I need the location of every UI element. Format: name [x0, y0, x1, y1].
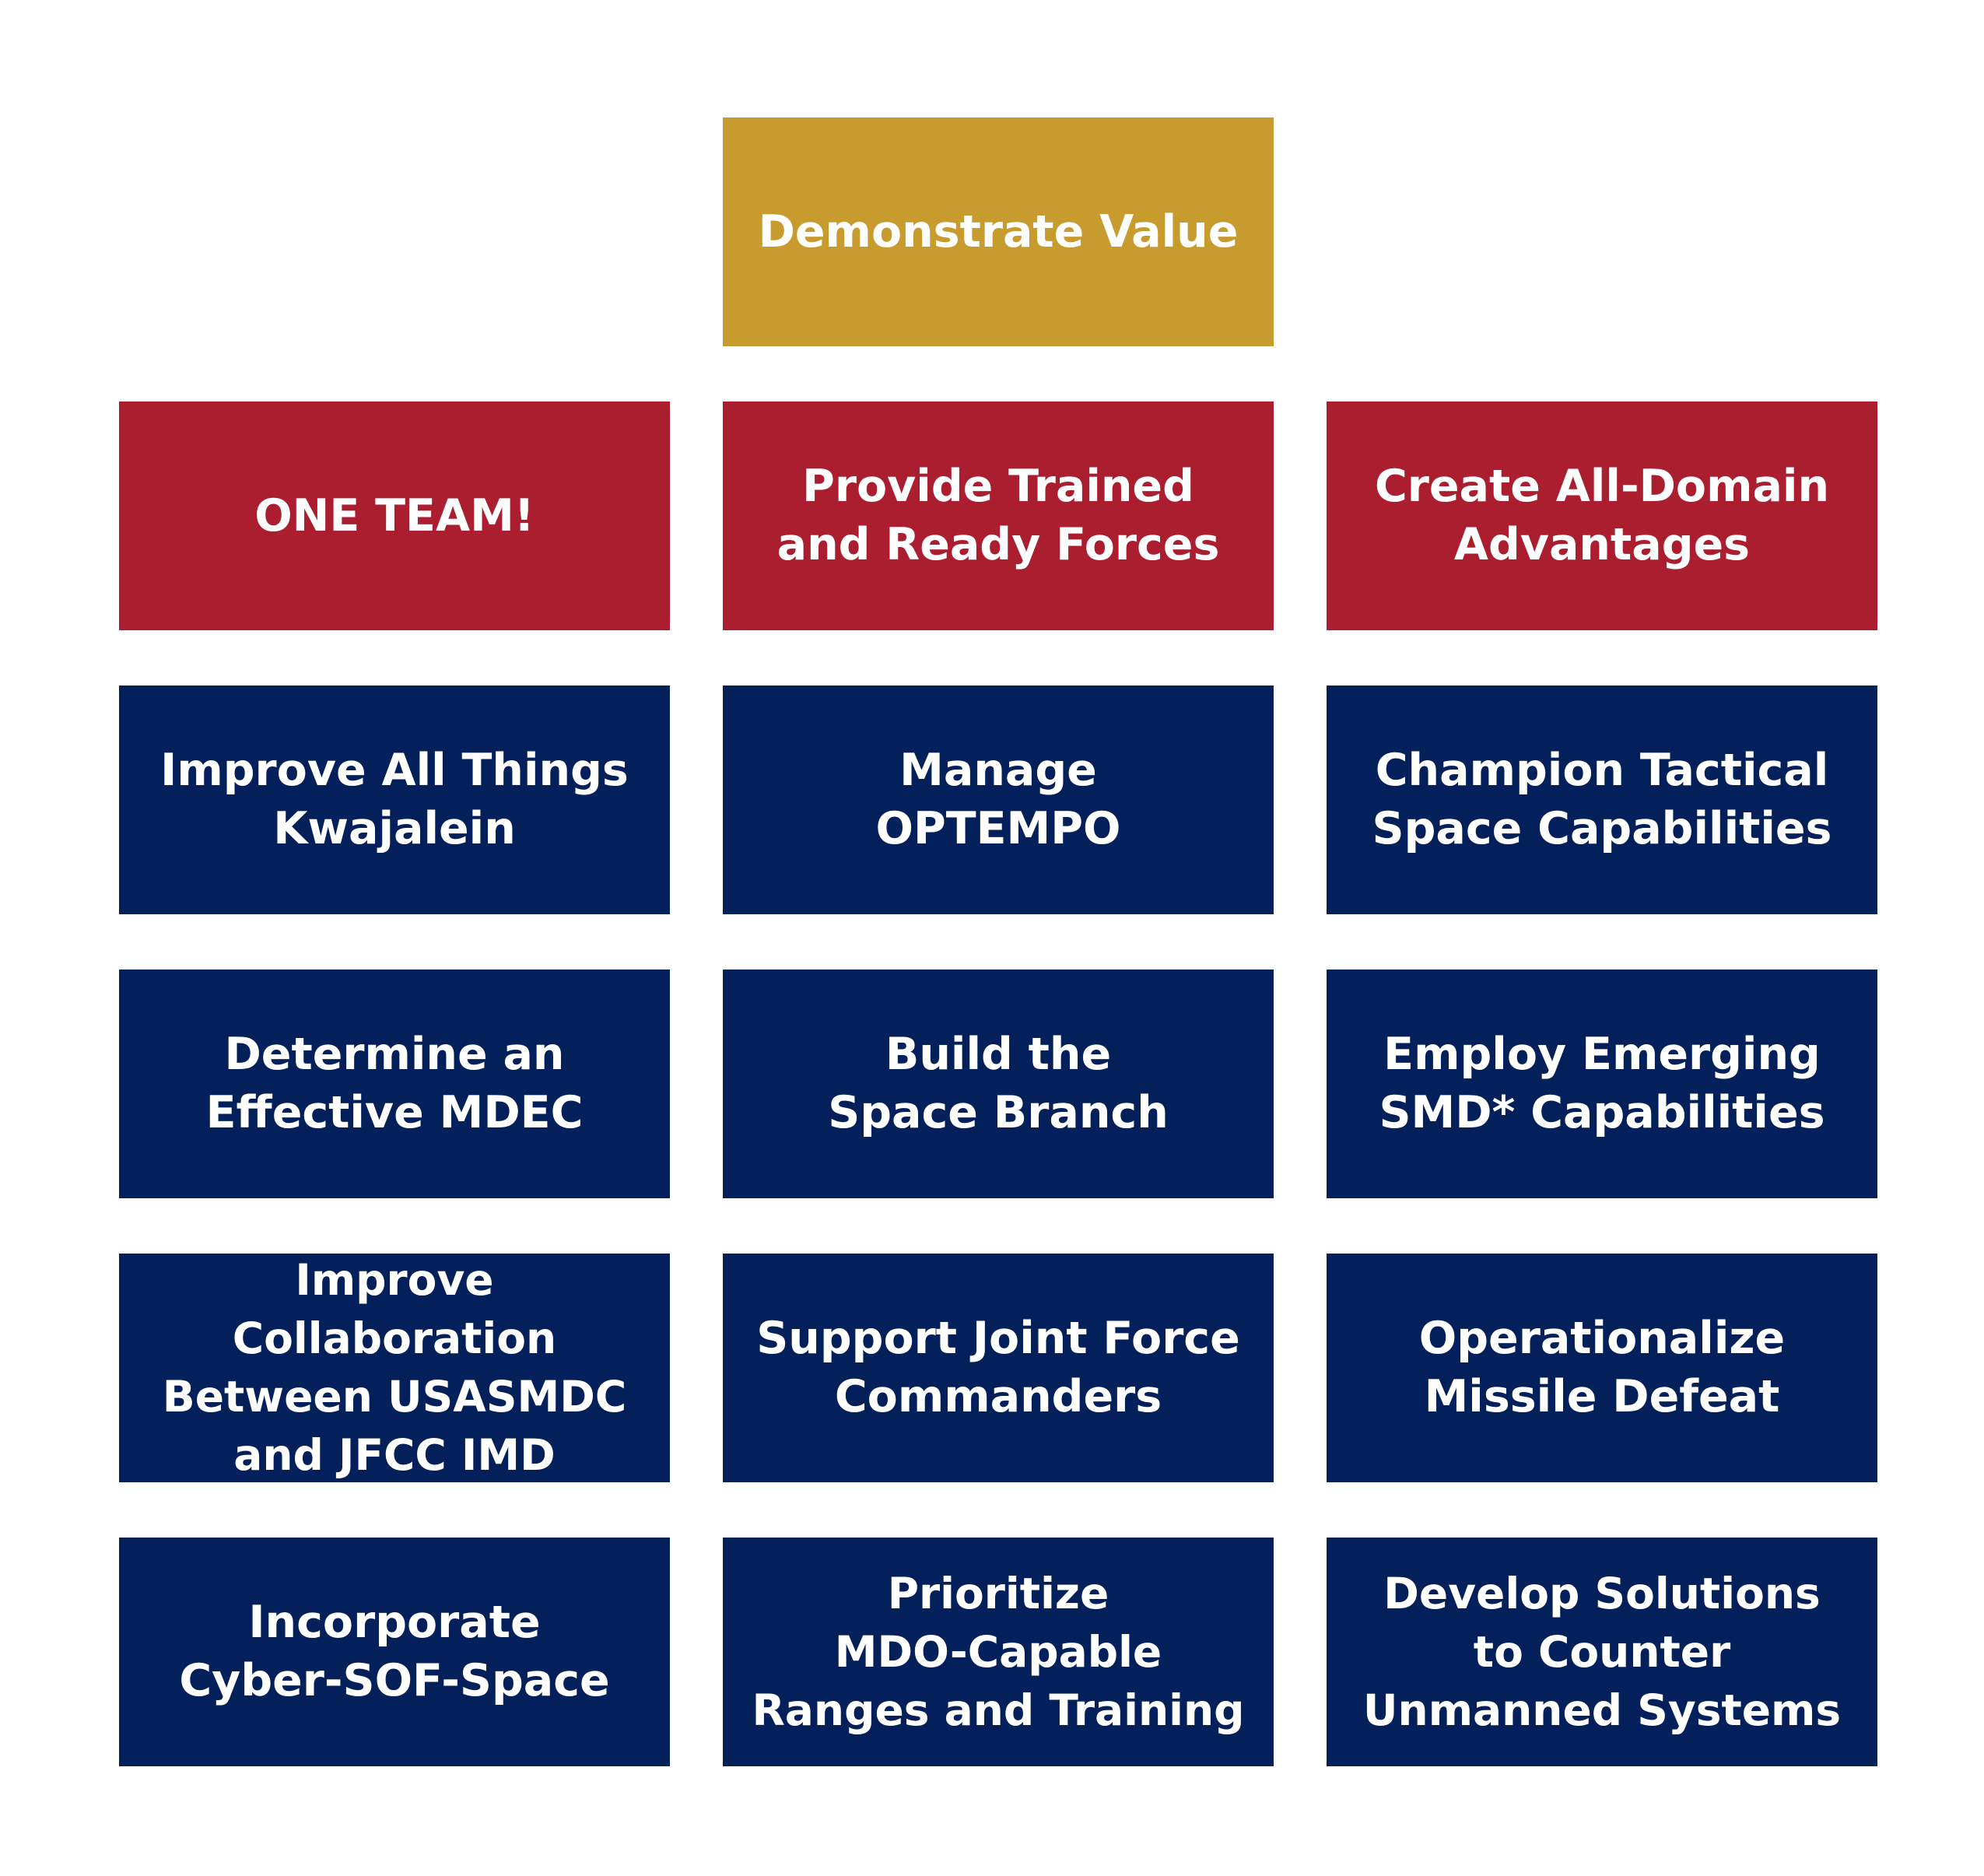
objective-label: Manage OPTEMPO — [875, 745, 1121, 854]
priority-label: ONE TEAM! — [254, 489, 535, 542]
objective-joint-force-box: Support Joint Force Commanders — [723, 1254, 1274, 1482]
priority-one-team-box: ONE TEAM! — [119, 401, 670, 630]
priority-trained-forces-box: Provide Trained and Ready Forces — [723, 401, 1274, 630]
objective-label: Employ Emerging SMD* Capabilities — [1379, 1029, 1825, 1138]
objective-counter-unmanned-box: Develop Solutions to Counter Unmanned Sy… — [1327, 1538, 1877, 1766]
priority-all-domain-box: Create All-Domain Advantages — [1327, 401, 1877, 630]
objective-smd-capabilities-box: Employ Emerging SMD* Capabilities — [1327, 970, 1877, 1198]
objective-mdec-box: Determine an Effective MDEC — [119, 970, 670, 1198]
objective-label: Improve All Things Kwajalein — [160, 745, 629, 854]
objective-label: Incorporate Cyber-SOF-Space — [179, 1597, 610, 1706]
demonstrate-value-label: Demonstrate Value — [758, 205, 1239, 258]
priority-label: Provide Trained and Ready Forces — [776, 461, 1220, 570]
objective-label: Improve Collaboration Between USASMDC an… — [162, 1255, 627, 1480]
priority-label: Create All-Domain Advantages — [1374, 461, 1830, 570]
objective-missile-defeat-box: Operationalize Missile Defeat — [1327, 1254, 1877, 1482]
objective-label: Develop Solutions to Counter Unmanned Sy… — [1362, 1568, 1842, 1735]
objective-label: Champion Tactical Space Capabilities — [1372, 745, 1832, 854]
objective-collaboration-box: Improve Collaboration Between USASMDC an… — [119, 1254, 670, 1482]
objective-label: Build the Space Branch — [828, 1029, 1169, 1138]
objective-label: Support Joint Force Commanders — [756, 1313, 1240, 1422]
objective-space-branch-box: Build the Space Branch — [723, 970, 1274, 1198]
objective-label: Prioritize MDO-Capable Ranges and Traini… — [752, 1568, 1245, 1735]
objective-tactical-space-box: Champion Tactical Space Capabilities — [1327, 686, 1877, 914]
objective-label: Operationalize Missile Defeat — [1418, 1313, 1786, 1422]
objective-kwajalein-box: Improve All Things Kwajalein — [119, 686, 670, 914]
objective-label: Determine an Effective MDEC — [205, 1029, 584, 1138]
objective-cyber-sof-space-box: Incorporate Cyber-SOF-Space — [119, 1538, 670, 1766]
objective-mdo-ranges-box: Prioritize MDO-Capable Ranges and Traini… — [723, 1538, 1274, 1766]
objective-optempo-box: Manage OPTEMPO — [723, 686, 1274, 914]
demonstrate-value-box: Demonstrate Value — [723, 117, 1274, 346]
